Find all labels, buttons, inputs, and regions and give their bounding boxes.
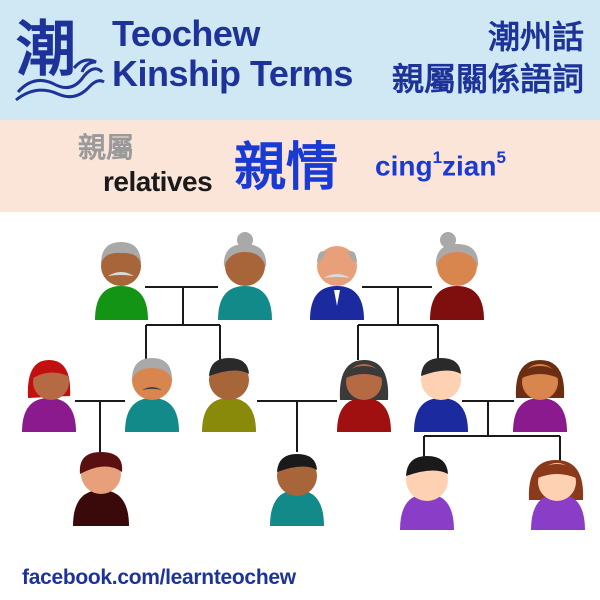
- maternal-grandfather-figure: [310, 246, 364, 320]
- romanization-syllable-1: cing: [375, 150, 433, 182]
- father-figure: [125, 358, 179, 432]
- aunt-right-figure: [513, 360, 567, 432]
- romanization-tone-2: 5: [496, 148, 506, 167]
- logo: 潮: [14, 14, 106, 106]
- title-zh-line-1: 潮州話: [487, 18, 584, 56]
- title-english: Teochew Kinship Terms: [112, 14, 353, 94]
- term-romanization: cing1zian5: [375, 148, 506, 182]
- romanization-tone-1: 1: [432, 148, 443, 167]
- title-line-1: Teochew: [112, 13, 260, 54]
- mother-figure: [337, 360, 391, 432]
- paternal-grandfather-figure: [95, 242, 148, 320]
- maternal-grandmother-figure: [430, 232, 484, 320]
- family-tree-lines: [75, 286, 561, 462]
- title-zh-line-2: 親屬關係語詞: [391, 60, 584, 98]
- cousin-right-boy-figure: [400, 456, 454, 530]
- term-chinese: 親情: [234, 138, 339, 198]
- logo-character: 潮: [16, 15, 76, 85]
- topic-band: [0, 120, 600, 212]
- uncle-right-figure: [414, 358, 468, 432]
- facebook-link[interactable]: facebook.com/learnteochew: [22, 566, 296, 589]
- cousin-left-figure: [73, 452, 129, 526]
- uncle-left-figure: [202, 358, 256, 432]
- category-chinese: 親屬: [78, 131, 135, 164]
- family-tree-illustration: [22, 232, 585, 530]
- title-chinese: 潮州話 親屬關係語詞: [392, 16, 584, 100]
- paternal-grandmother-figure: [218, 232, 272, 320]
- header-banner: [0, 0, 600, 120]
- romanization-syllable-2: zian: [442, 150, 497, 182]
- cousin-right-girl-figure: [528, 460, 585, 530]
- title-line-2: Kinship Terms: [112, 53, 353, 94]
- wave-icon: [15, 58, 105, 102]
- aunt-left-figure: [22, 360, 76, 432]
- category-english: relatives: [103, 166, 213, 197]
- self-figure: [270, 454, 324, 526]
